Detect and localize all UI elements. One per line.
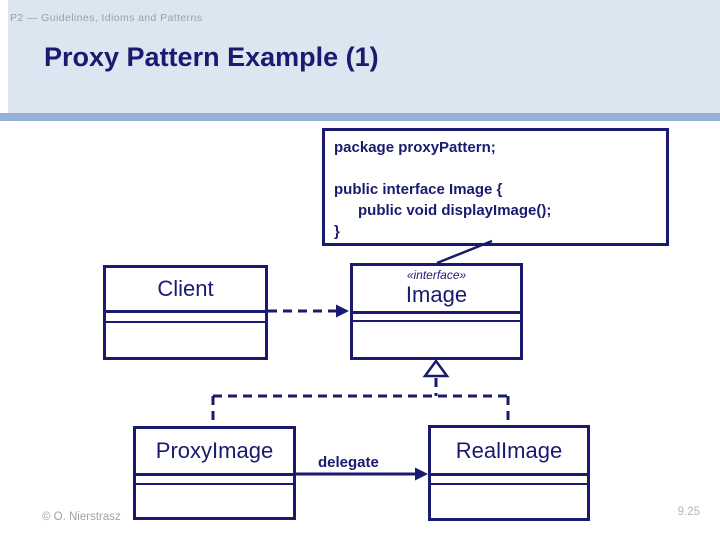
code-line: }	[334, 223, 340, 240]
attributes-compartment	[106, 313, 265, 323]
delegate-association-label: delegate	[318, 454, 379, 471]
uml-class-realimage: RealImage	[428, 425, 590, 521]
uml-interface-image: «interface» Image	[350, 263, 523, 360]
uml-class-proxyimage: ProxyImage	[133, 426, 296, 520]
slide-number: 9.25	[677, 506, 700, 518]
header-band	[8, 0, 720, 113]
code-line: public void displayImage();	[358, 202, 552, 219]
class-name-label: ProxyImage	[155, 438, 274, 463]
class-name-label: Image	[405, 282, 468, 307]
methods-compartment	[431, 485, 587, 518]
title-divider-bar	[0, 113, 720, 121]
code-line	[334, 158, 666, 179]
class-name-label: RealImage	[455, 437, 563, 463]
class-name-label: Client	[157, 276, 214, 301]
class-name-compartment: ProxyImage	[136, 429, 293, 476]
page-title: Proxy Pattern Example (1)	[44, 42, 379, 72]
copyright-notice: © O. Nierstrasz	[42, 511, 121, 523]
class-name-compartment: Client	[106, 268, 265, 313]
code-line: public interface Image {	[334, 181, 503, 198]
attributes-compartment	[136, 476, 293, 485]
attributes-compartment	[431, 476, 587, 485]
realization-triangle	[422, 358, 450, 378]
course-header: P2 — Guidelines, Idioms and Patterns	[10, 12, 203, 24]
class-name-compartment: «interface» Image	[353, 266, 520, 314]
uml-class-client: Client	[103, 265, 268, 360]
class-name-compartment: RealImage	[431, 428, 587, 476]
code-line: package proxyPattern;	[334, 139, 496, 156]
methods-compartment	[136, 485, 293, 517]
attributes-compartment	[353, 314, 520, 322]
delegate-arrowhead	[415, 467, 428, 481]
methods-compartment	[353, 322, 520, 357]
client-image-arrowhead	[336, 304, 349, 318]
code-box: package proxyPattern; public interface I…	[322, 128, 669, 246]
stereotype-label: «interface»	[406, 268, 467, 282]
methods-compartment	[106, 323, 265, 357]
